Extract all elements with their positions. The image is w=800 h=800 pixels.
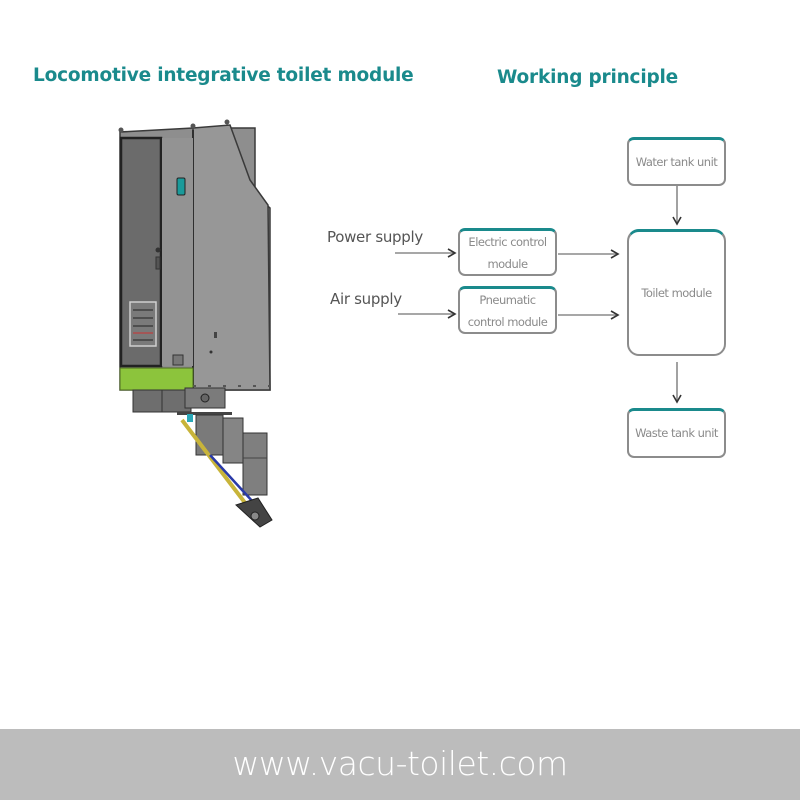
electric-control-module-box: Electric control module xyxy=(458,228,557,276)
electric-control-label-line2: module xyxy=(487,256,528,271)
electric-control-label-line1: Electric control xyxy=(468,234,547,249)
pneumatic-control-label-line2: control module xyxy=(467,314,548,329)
pneumatic-control-label-line1: Pneumatic xyxy=(479,292,536,307)
green-accent-band xyxy=(119,367,194,391)
water-tank-unit-box: Water tank unit xyxy=(627,137,726,186)
website-url[interactable]: www.vacu-toilet.com xyxy=(232,744,568,783)
toilet-module-label: Toilet module xyxy=(641,286,712,300)
footer-banner: www.vacu-toilet.com xyxy=(0,729,800,800)
diagram-title: Working principle xyxy=(497,67,678,88)
waste-tank-unit-box: Waste tank unit xyxy=(627,408,726,458)
illustration-title: Locomotive integrative toilet module xyxy=(33,65,414,86)
cabinet-body xyxy=(118,119,271,391)
waste-tank-unit-label: Waste tank unit xyxy=(635,426,718,440)
water-tank-unit-label: Water tank unit xyxy=(635,154,718,169)
pneumatic-control-module-box: Pneumatic control module xyxy=(458,286,557,334)
toilet-module-box: Toilet module xyxy=(627,229,726,356)
indicator-light xyxy=(176,177,186,196)
power-supply-label: Power supply xyxy=(327,228,423,246)
air-supply-label: Air supply xyxy=(330,290,402,308)
drain-assembly xyxy=(132,387,273,528)
vent-panel xyxy=(129,301,157,347)
